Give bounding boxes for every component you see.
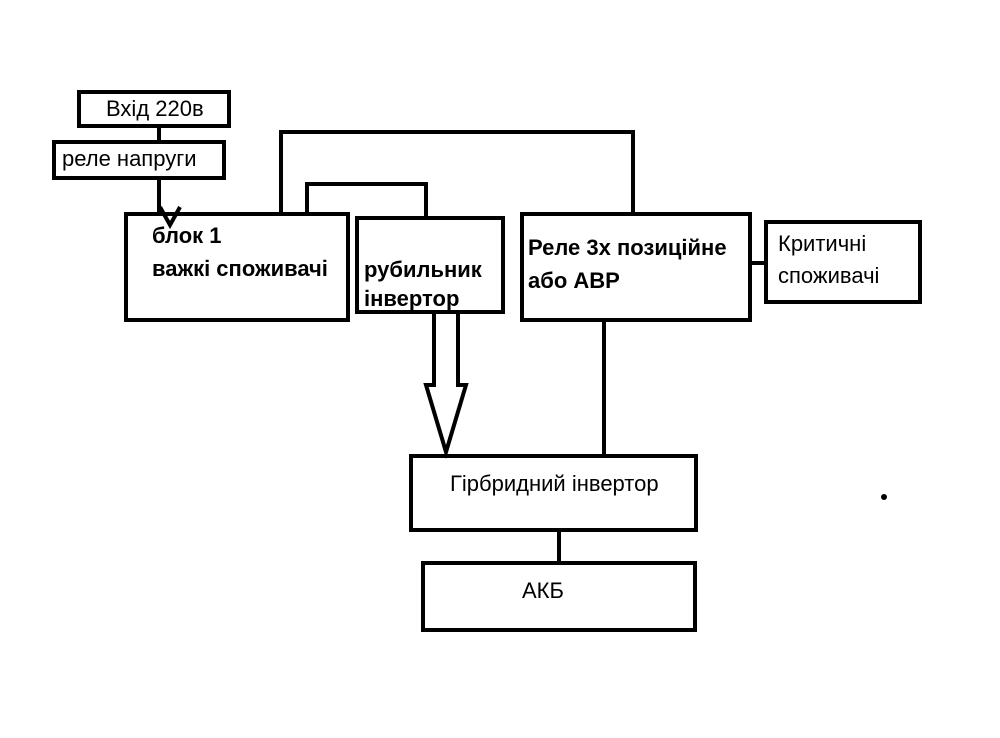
switch-label-line2: інвертор	[364, 286, 460, 311]
battery-label: АКБ	[522, 578, 564, 603]
critical-label-line1: Критичні	[778, 231, 867, 256]
voltage-relay-label: реле напруги	[62, 146, 197, 171]
relay3-label-line2: або АВР	[528, 268, 620, 293]
critical-label-line2: споживачі	[778, 263, 880, 288]
hybrid-inverter-label: Гірбридний інвертор	[450, 471, 659, 496]
input-box	[77, 90, 231, 128]
block1-label-line2: важкі споживачі	[152, 256, 328, 281]
block1-to-relay3-loop	[279, 130, 635, 214]
switch-to-inverter-arrow	[423, 310, 469, 459]
switch-label-line1: рубильник	[364, 257, 482, 282]
input-label: Вхід 220в	[106, 96, 204, 121]
relay3-box	[520, 212, 752, 322]
voltage-relay-box	[52, 140, 226, 180]
relay3-label-line1: Реле 3х позиційне	[528, 235, 727, 260]
block1-box	[124, 212, 350, 322]
block1-label-line1: блок 1	[152, 223, 222, 248]
switch-box	[355, 216, 505, 314]
hybrid-inverter-box	[409, 454, 698, 532]
block1-arrowhead	[158, 206, 182, 230]
block1-to-switch-loop	[305, 182, 428, 218]
stray-dot	[881, 494, 887, 500]
